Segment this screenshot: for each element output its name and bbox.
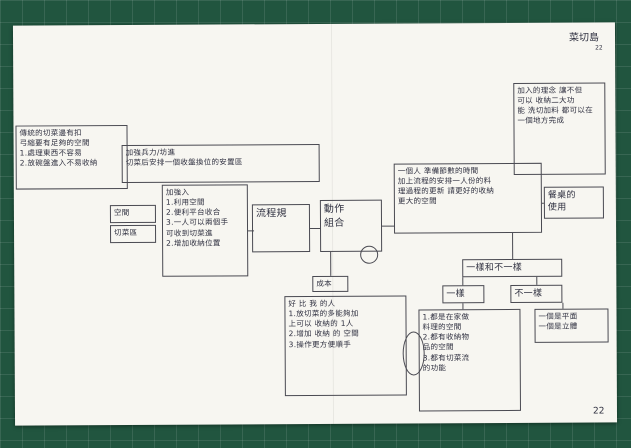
connector-line [462,277,464,286]
connector-line [330,251,332,276]
note-box-left-top: 傳統的切菜邊有扣 弓縮要有足夠的空間 1.處理東西不容易 2.放碗盤進入不易收納 [15,124,128,190]
connector-line [248,230,255,232]
connector-line [462,303,464,310]
note-box-below: 成本 [312,275,349,293]
note-box-same: 一樣 [442,285,485,304]
note-box-center-small: 流程規 [251,204,311,253]
connector-line [562,302,564,309]
page-title-sub: 22 [595,44,603,52]
paper-sheet: 菜切島 22 傳統的切菜邊有扣 弓縮要有足夠的空間 1.處理東西不容易 2.放碗… [12,22,618,426]
connector-line [512,232,514,259]
connector-line [382,225,395,227]
note-box-left-small-2: 切菜區 [110,224,157,244]
connector-line [541,202,544,204]
note-box-same-diff: 一樣和不一樣 [462,258,563,278]
note-box-bottom-right: 1.都是在家做 料理的空間 2.都有收納物 品的空間 3.都有切菜流 的功能 [418,308,521,412]
page-number: 22 [592,406,605,417]
note-box-mid-top: 加強兵力/坊進 切菜后安排一個收盤換位的安置區 [121,143,320,184]
note-box-left-small-1: 空間 [109,204,156,224]
page-title: 菜切島 [569,32,600,44]
note-box-right-small: 餐桌的 使用 [543,186,604,219]
note-box-diff: 不一樣 [510,284,563,303]
note-box-far-right-small: 一個是平面 一個是立體 [534,308,609,343]
note-box-right-top: 加入的理念 讓不但 可以 收納二大功 能 洗切加料 都可以在 一個地方完成 [513,82,606,175]
note-box-bottom-center: 好 比 我 的人 1.放切菜的多能夠加 上可以 收納的 1人 2.增加 收納 的… [284,295,407,397]
connector-line [536,276,538,285]
hand-drawn-oval [402,331,425,376]
connector-line [310,227,321,230]
note-box-center-right: 動作 組合 [319,199,383,252]
hand-drawn-circle [360,245,379,264]
note-box-center-main: 加強入 1.利用空間 2.便利平台收合 3.一人可以兩個手 可收到切菜進 2.增… [161,184,249,277]
